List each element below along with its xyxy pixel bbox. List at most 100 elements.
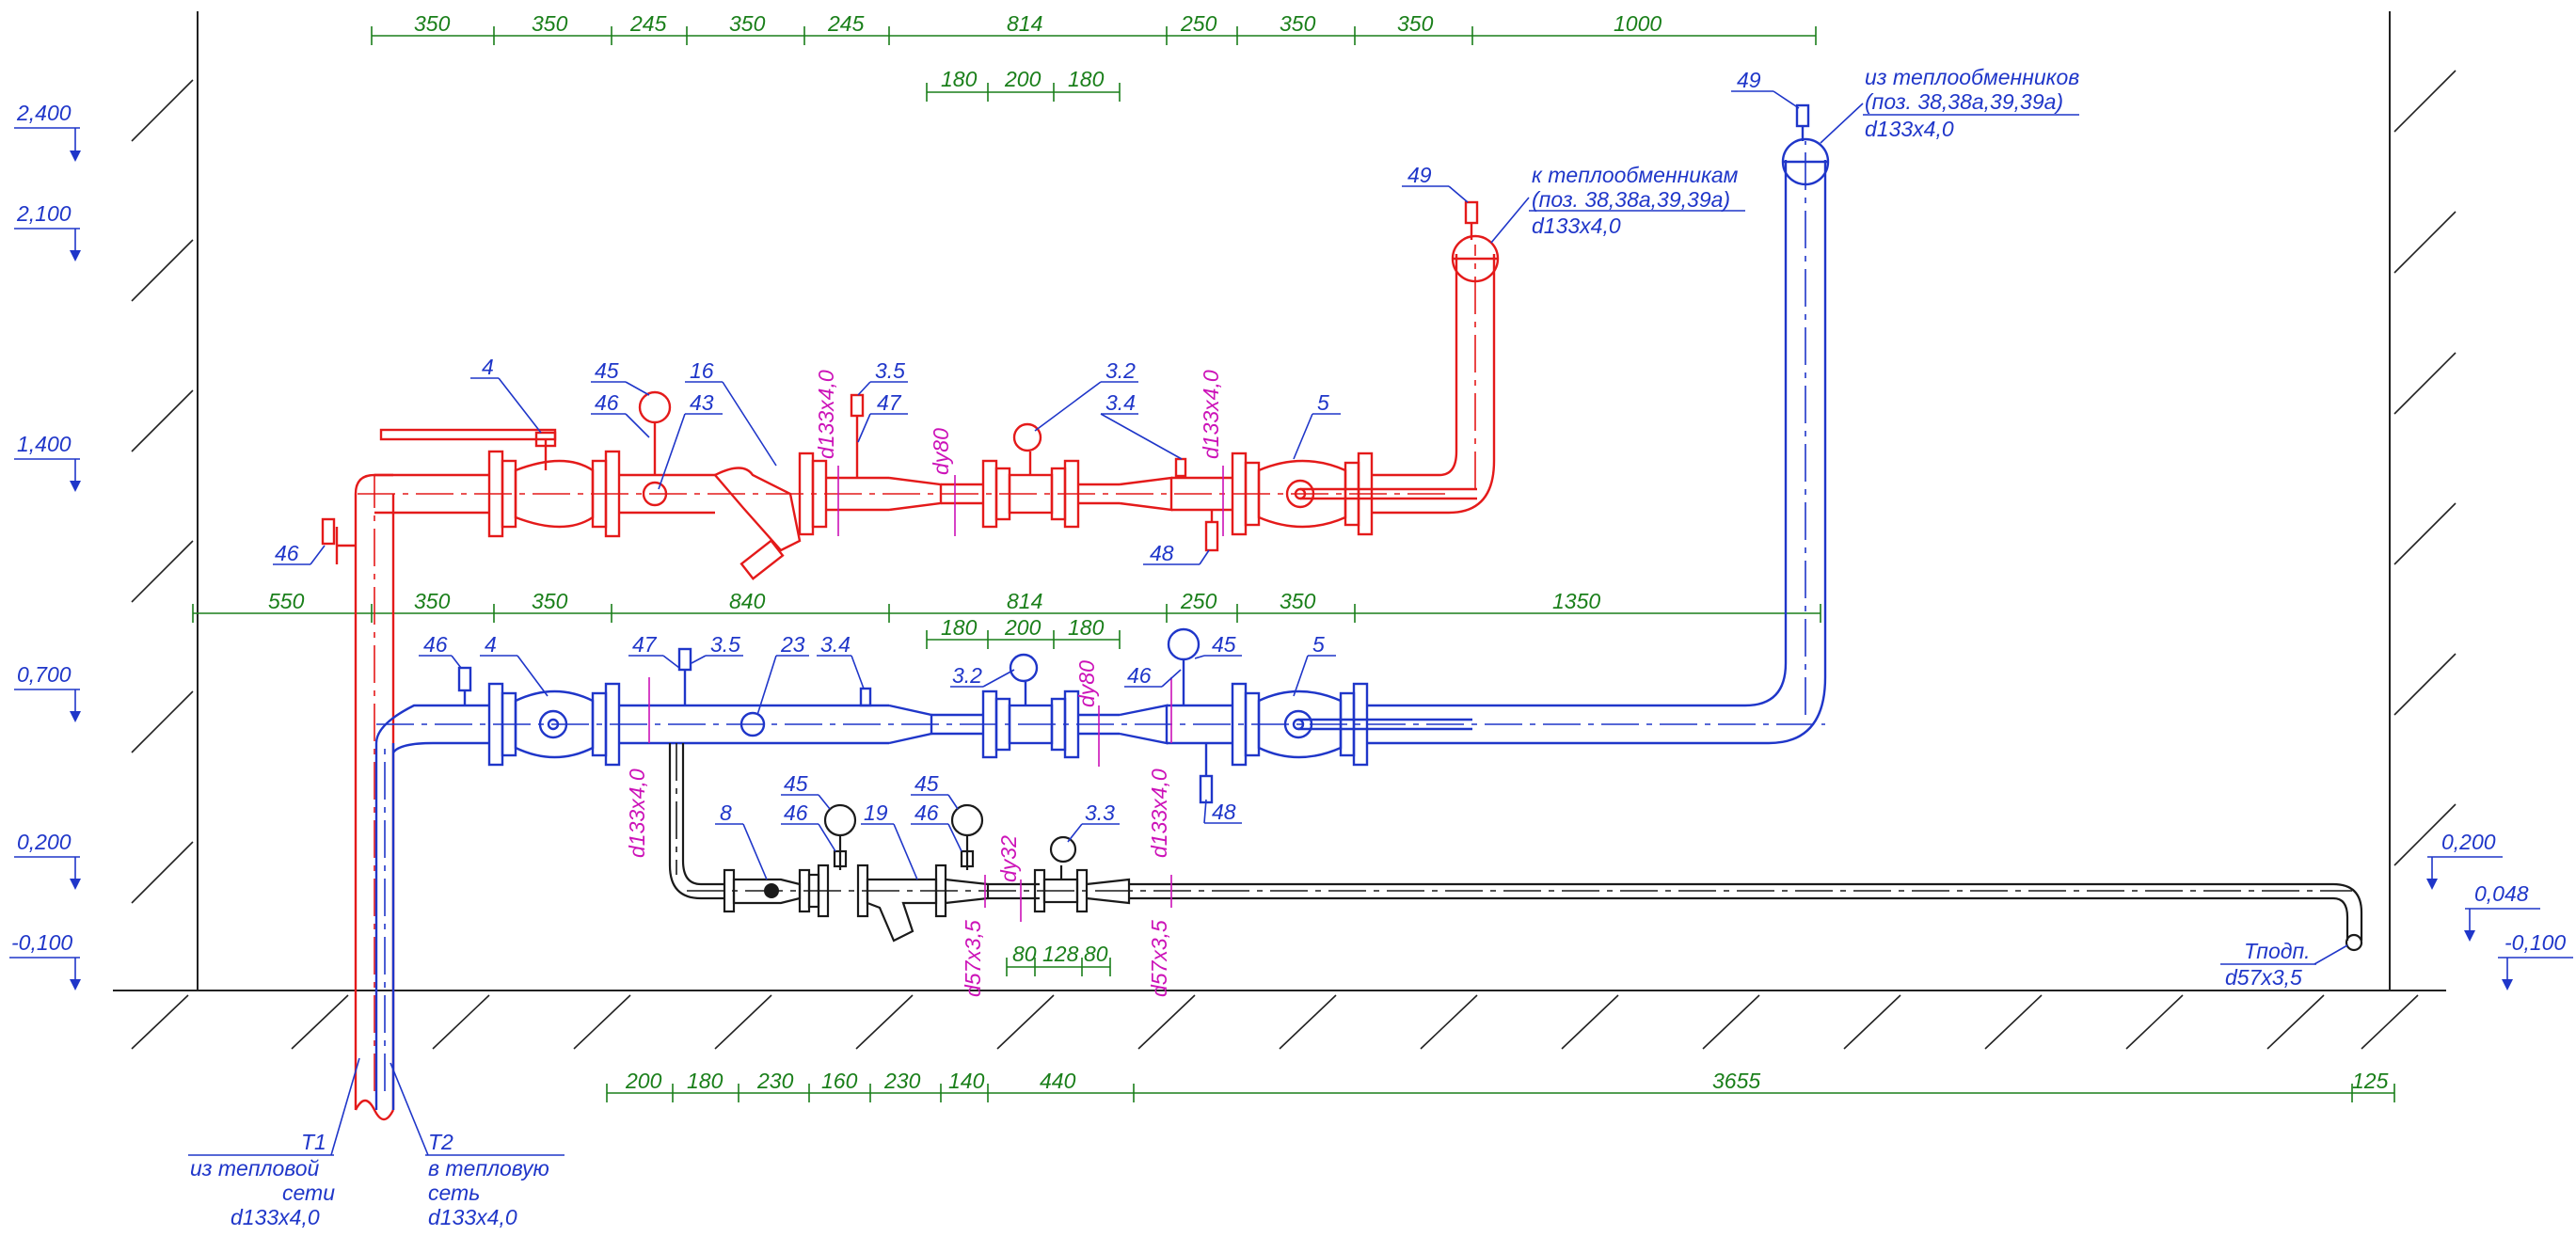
dimension-value: 814	[1007, 589, 1042, 613]
callout-text: d57x3,5	[2225, 965, 2302, 990]
dimension-value: 80	[1012, 942, 1037, 966]
dimension-middle-sub: 180 200 180	[926, 615, 1121, 649]
elevation-mark: 2,100	[16, 201, 72, 226]
position-number: 46	[914, 800, 939, 825]
size-label: d133x4,0	[625, 769, 649, 858]
callout-text: d133x4,0	[428, 1205, 517, 1229]
position-callouts-red: 4 45 46 43 16 3.5 47 3.2 3.4 5 46 48 49	[273, 163, 1469, 565]
position-number: 5	[1312, 632, 1325, 657]
dimension-value: 550	[268, 589, 305, 613]
size-label: dy80	[929, 428, 953, 475]
dimension-value: 250	[1180, 11, 1217, 36]
position-number: 46	[784, 800, 808, 825]
position-number: 47	[877, 390, 902, 415]
callout-text: Т1	[301, 1130, 326, 1154]
dimension-value: 80	[1084, 942, 1108, 966]
position-number: 49	[1737, 68, 1761, 92]
dimension-value: 200	[1004, 67, 1042, 91]
position-number: 23	[780, 632, 805, 657]
position-number: 16	[690, 358, 714, 383]
position-number: 46	[1127, 663, 1152, 688]
building-outline	[113, 11, 2457, 1050]
callout-text: Тподп.	[2244, 939, 2311, 963]
position-number: 3.3	[1085, 800, 1115, 825]
callout-text: (поз. 38,38а,39,39а)	[1532, 187, 1730, 212]
dimension-top-sub: 180 200 180	[926, 67, 1121, 102]
dimension-value: 245	[629, 11, 667, 36]
size-label: dy32	[996, 835, 1021, 882]
callout-text: сети	[282, 1181, 335, 1205]
dimension-value: 180	[941, 615, 978, 640]
position-callouts-black: 8 45 46 19 45 46 3.3	[715, 771, 1120, 880]
elevation-mark: -0,100	[2504, 930, 2566, 955]
dimension-value: 350	[1280, 589, 1316, 613]
position-number: 3.5	[710, 632, 740, 657]
position-number: 45	[914, 771, 939, 796]
callout-text: сеть	[428, 1181, 480, 1205]
position-number: 45	[784, 771, 808, 796]
dimension-value: 350	[532, 11, 568, 36]
elevation-mark: 0,200	[17, 830, 72, 854]
dimension-value: 125	[2352, 1069, 2389, 1093]
dimension-value: 1000	[1614, 11, 1662, 36]
callout-text: d133x4,0	[1865, 117, 1954, 141]
elevation-mark: -0,100	[11, 930, 72, 955]
dimension-value: 140	[948, 1069, 985, 1093]
size-label: d133x4,0	[1147, 769, 1171, 858]
position-number: 5	[1317, 390, 1329, 415]
elevation-mark: 1,400	[17, 432, 72, 456]
dimension-value: 128	[1042, 942, 1079, 966]
callout-text: d133x4,0	[1532, 214, 1621, 238]
callout-text: из тепловой	[190, 1156, 320, 1181]
dimension-value: 245	[827, 11, 865, 36]
position-number: 49	[1407, 163, 1432, 187]
size-label: d57x3,5	[961, 920, 985, 997]
position-number: 8	[720, 800, 732, 825]
dimension-value: 350	[532, 589, 568, 613]
position-number: 46	[275, 541, 299, 565]
position-number: 3.5	[875, 358, 905, 383]
elevation-marks-right: 0,200 0,048 -0,100	[2426, 830, 2573, 990]
dimension-value: 350	[414, 11, 451, 36]
dimension-value: 160	[821, 1069, 858, 1093]
callout-text: к теплообменникам	[1532, 163, 1739, 187]
callout-t1: Т1 из тепловой сети d133x4,0	[188, 1057, 360, 1229]
dimension-value: 180	[1068, 615, 1105, 640]
size-label: d133x4,0	[1199, 370, 1223, 459]
dimension-value: 180	[1068, 67, 1105, 91]
dimension-lower-sub: 80 128 80	[1006, 942, 1111, 976]
makeup-pipeline-black	[668, 743, 2363, 952]
position-number: 46	[423, 632, 448, 657]
position-number: 48	[1212, 800, 1236, 824]
dimension-value: 230	[883, 1069, 921, 1093]
pipe-size-labels: d133x4,0 dy80 d133x4,0 d133x4,0 dy80 d13…	[625, 370, 1224, 997]
dimension-value: 350	[729, 11, 766, 36]
position-number: 4	[482, 355, 494, 379]
dimension-value: 440	[1040, 1069, 1076, 1093]
dimension-value: 3655	[1712, 1069, 1760, 1093]
position-number: 3.4	[1105, 390, 1136, 415]
dimension-value: 350	[414, 589, 451, 613]
callout-text: Т2	[428, 1130, 453, 1154]
return-pipeline-blue	[374, 103, 1830, 1110]
position-number: 45	[595, 358, 619, 383]
dimension-value: 200	[1004, 615, 1042, 640]
callout-text: d133x4,0	[231, 1205, 320, 1229]
dimension-value: 350	[1397, 11, 1434, 36]
dimension-value: 1350	[1552, 589, 1600, 613]
callout-from-heat-exchangers: из теплообменников (поз. 38,38а,39,39а) …	[1820, 65, 2079, 144]
position-number: 19	[864, 800, 888, 825]
elevation-mark: 2,400	[16, 101, 72, 125]
dimension-value: 180	[941, 67, 978, 91]
dimension-value: 180	[687, 1069, 724, 1093]
callout-makeup: Тподп. d57x3,5	[2220, 939, 2348, 990]
position-number: 3.2	[952, 663, 982, 688]
position-number: 47	[632, 632, 658, 657]
dimension-value: 230	[756, 1069, 794, 1093]
dimension-value: 840	[729, 589, 766, 613]
size-label: d133x4,0	[814, 370, 838, 459]
elevation-marks-left: 2,400 2,100 1,400 0,700 0,200 -0,100	[9, 101, 81, 990]
callout-text: из теплообменников	[1865, 65, 2079, 89]
dimension-value: 250	[1180, 589, 1217, 613]
position-callouts-blue: 46 4 47 3.5 23 3.4 3.2 46 45 5 48 49	[419, 68, 1800, 824]
